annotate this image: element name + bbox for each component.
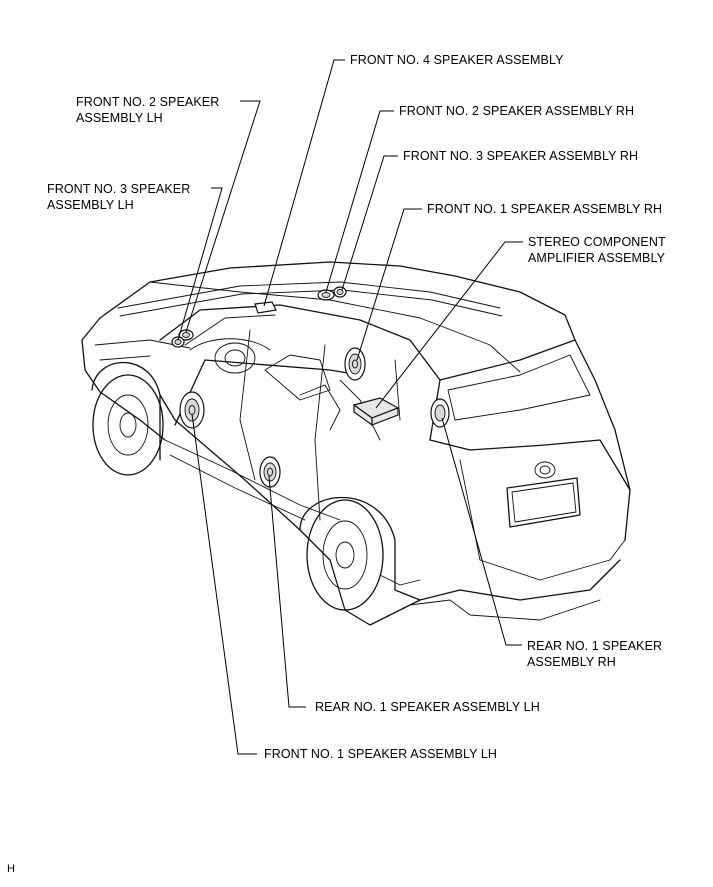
speaker-front-no2-rh [317, 289, 335, 301]
label-front-no1-speaker-lh: FRONT NO. 1 SPEAKER ASSEMBLY LH [264, 747, 498, 761]
vehicle-body [81, 261, 631, 626]
speaker-front-no3-rh [333, 286, 347, 298]
label-front-no2-speaker-rh: FRONT NO. 2 SPEAKER ASSEMBLY RH [399, 104, 635, 118]
speaker-rear-no1-lh [259, 456, 281, 488]
speaker-front-no1-lh [179, 391, 205, 429]
label-front-no4-speaker: FRONT NO. 4 SPEAKER ASSEMBLY [350, 53, 564, 67]
corner-mark: H [7, 863, 16, 875]
leader-lines [177, 59, 523, 755]
label-stereo-amplifier: STEREO COMPONENT AMPLIFIER ASSEMBLY [528, 235, 666, 265]
speaker-front-no3-lh [171, 336, 185, 348]
label-rear-no1-speaker-rh: REAR NO. 1 SPEAKER ASSEMBLY RH [527, 639, 663, 669]
label-front-no2-speaker-lh: FRONT NO. 2 SPEAKER ASSEMBLY LH [76, 95, 220, 125]
label-front-no3-speaker-lh: FRONT NO. 3 SPEAKER ASSEMBLY LH [47, 182, 191, 212]
speaker-front-no1-rh [344, 347, 366, 381]
speaker-rear-no1-rh [430, 398, 450, 428]
label-rear-no1-speaker-lh: REAR NO. 1 SPEAKER ASSEMBLY LH [315, 700, 540, 714]
label-front-no1-speaker-rh: FRONT NO. 1 SPEAKER ASSEMBLY RH [427, 202, 663, 216]
label-front-no3-speaker-rh: FRONT NO. 3 SPEAKER ASSEMBLY RH [403, 149, 639, 163]
speaker-front-no4 [254, 301, 277, 314]
